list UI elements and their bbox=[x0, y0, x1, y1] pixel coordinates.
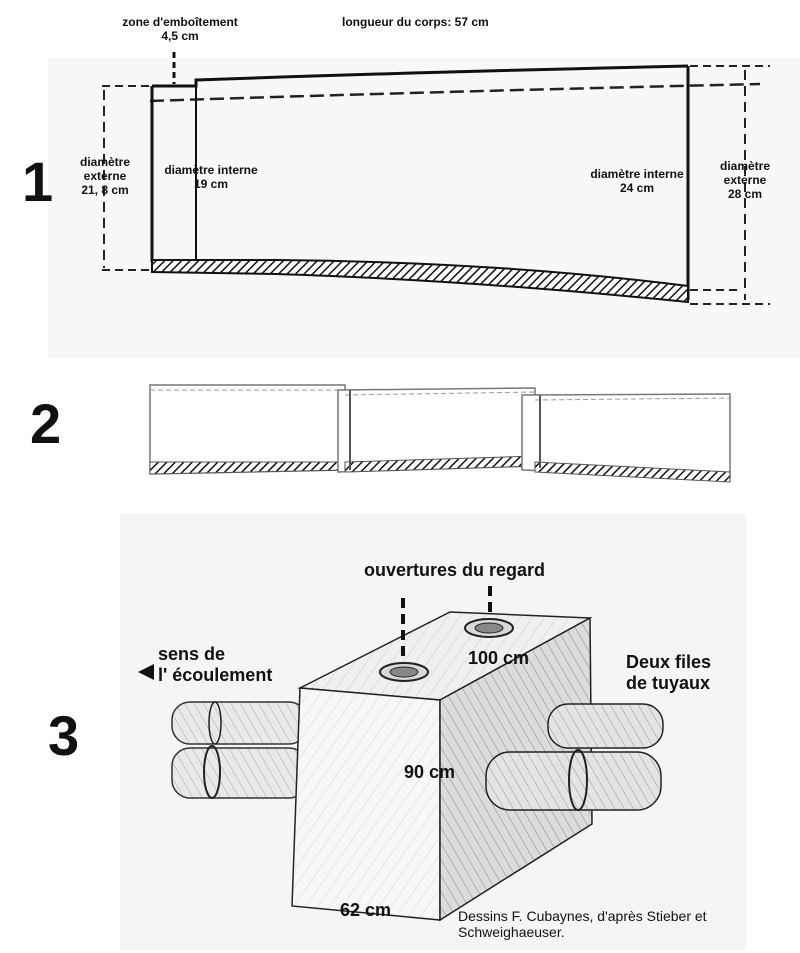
drawing-credit: Dessins F. Cubaynes, d'après Stieber et … bbox=[458, 908, 707, 941]
flow-direction-label: sens de l' écoulement bbox=[158, 644, 273, 685]
manhole-openings-label: ouvertures du regard bbox=[364, 560, 546, 580]
left-inner-diameter-label: diamètre interne 19 cm bbox=[164, 163, 258, 191]
length-dimension-label: 100 cm bbox=[468, 648, 530, 668]
figure2-number: 2 bbox=[30, 392, 62, 455]
right-pipes bbox=[485, 703, 664, 811]
height-dimension-label: 90 cm bbox=[404, 762, 456, 782]
left-outer-diameter-label: diamètre externe 21, 8 cm bbox=[79, 155, 131, 197]
right-outer-diameter-label: diamètre externe 28 cm bbox=[719, 159, 771, 201]
figure3-number: 3 bbox=[48, 704, 80, 767]
overlap-zone-label: zone d'emboîtement 4,5 cm bbox=[122, 15, 238, 43]
figure1-pipe-drawing bbox=[102, 52, 770, 305]
two-pipe-rows-label: Deux files de tuyaux bbox=[626, 652, 712, 693]
figure1-background bbox=[48, 58, 800, 358]
left-pipes bbox=[171, 701, 308, 799]
figure1-number: 1 bbox=[22, 150, 54, 213]
figure2-pipe-chain bbox=[149, 384, 731, 483]
width-dimension-label: 62 cm bbox=[340, 900, 392, 920]
body-length-label: longueur du corps: 57 cm bbox=[342, 15, 489, 29]
left-triangle-arrow-icon bbox=[138, 664, 154, 680]
figure3-block-drawing bbox=[138, 586, 664, 922]
right-inner-diameter-label: diamètre interne 24 cm bbox=[590, 167, 684, 195]
